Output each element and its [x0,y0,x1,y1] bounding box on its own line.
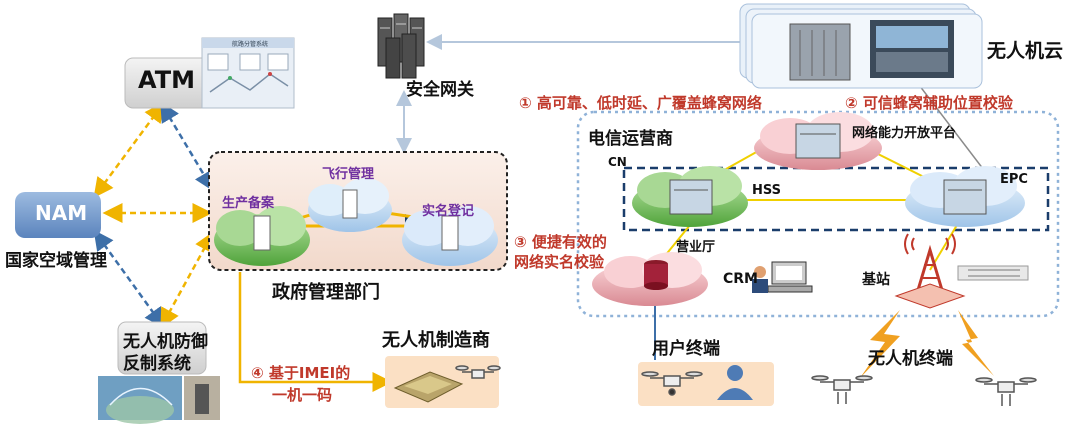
cn-label: CN [608,155,627,169]
flight-mgmt-cloud [308,178,392,232]
imei-link [238,272,393,392]
cloud-label: 无人机云 [987,40,1064,62]
defense-line2: 反制系统 [123,354,191,374]
drone-cloud-panel [739,3,983,89]
gateway-label: 安全网关 [406,80,474,100]
drone-icon-manufacturer [455,365,501,379]
operator-label: 电信运营商 [588,129,673,149]
atm-label: ATM [138,66,195,94]
production-filing-label: 生产备案 [222,196,275,211]
drone-icon-terminal-left [811,375,873,404]
note-3-line1: ③ 便捷有效的 [514,233,607,251]
epc-cloud [905,166,1025,227]
operator-box [576,110,1060,318]
base-station-label: 基站 [862,272,890,288]
crm-cloud [592,252,708,306]
user-terminal-box [638,362,774,406]
note-2: ② 可信蜂窝辅助位置校验 [845,94,1013,112]
chip-icon [393,371,464,403]
platform-epc-link [869,149,931,181]
flight-mgmt-label: 飞行管理 [322,167,375,182]
note-4-line1: ④ 基于IMEI的 [251,364,351,382]
user-person-icon [717,365,753,400]
gov-caption: 政府管理部门 [272,282,380,303]
business-hall-label: 营业厅 [676,240,716,255]
user-terminal-label: 用户终端 [652,339,720,359]
atm-gov-blue-link [160,101,214,192]
signal-bolt-right [958,310,994,376]
nam-defense-blue-link [93,229,165,329]
drone-icon-user [641,371,703,396]
realname-cloud [402,206,498,266]
hss-label: HSS [752,183,782,198]
drone-terminal-label: 无人机终端 [868,349,953,369]
gov-defense-orange-link [160,231,214,329]
defense-box [117,321,207,375]
nam-label: NAM [35,201,88,225]
nam-caption: 国家空域管理 [5,251,107,271]
nam-atm-orange-link [93,101,165,199]
drone-icon-terminal-right [975,377,1037,406]
manufacturer-label: 无人机制造商 [382,330,490,351]
crm-label: CRM [723,271,758,287]
atm-screen-title: 航路分管系统 [232,41,269,48]
platform-cloud [754,112,882,170]
defense-images [98,376,220,424]
base-station-icon [894,233,1029,309]
note-1: ① 高可靠、低时延、广覆盖蜂窝网络 [519,94,762,112]
platform-label: 网络能力开放平台 [852,126,957,141]
hss-cloud [632,166,748,227]
atm-screen-image [201,37,295,109]
epc-label: EPC [1000,172,1028,187]
realname-label: 实名登记 [422,204,475,219]
note-3-line2: 网络实名校验 [514,253,605,271]
nam-box [15,192,101,238]
production-filing-cloud [214,206,310,266]
defense-line1: 无人机防御 [123,332,208,352]
signal-bolt-left [860,310,900,378]
gateway-server-icon [377,13,425,79]
crm-computer-icon [752,261,813,293]
note-4-line2: 一机一码 [272,386,333,404]
